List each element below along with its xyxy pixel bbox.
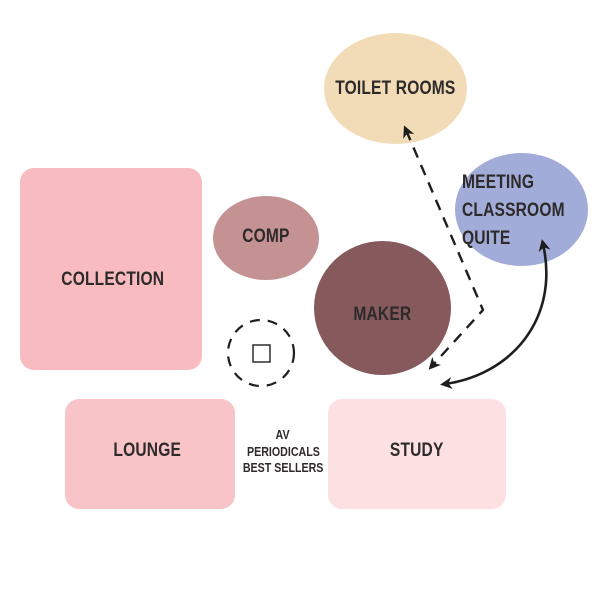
circulation-marker-icon — [226, 318, 296, 388]
collection-label: COLLECTION — [61, 268, 165, 290]
lounge-space: LOUNGE — [65, 399, 235, 509]
toilet-rooms-label: TOILET ROOMS — [335, 78, 456, 99]
meeting-label-stack: MEETING CLASSROOM QUITE — [462, 173, 587, 248]
toilet-rooms-space: TOILET ROOMS — [324, 33, 467, 144]
shelf-label-av: AV — [275, 427, 291, 442]
study-label: STUDY — [390, 439, 444, 461]
shelf-labels: AV PERIODICALS BEST SELLERS — [240, 428, 326, 475]
shelf-label-best-sellers: BEST SELLERS — [242, 460, 324, 476]
shelf-label-periodicals: PERIODICALS — [246, 443, 320, 459]
maker-space: MAKER — [314, 241, 451, 375]
collection-space: COLLECTION — [20, 168, 202, 370]
meeting-classroom-space: MEETING CLASSROOM QUITE — [455, 153, 588, 266]
comp-label: COMP — [242, 225, 290, 247]
maker-label: MAKER — [353, 303, 412, 325]
meeting-label-line-3: QUITE — [461, 228, 511, 249]
comp-space: COMP — [213, 196, 319, 280]
meeting-label-line-2: CLASSROOM — [461, 200, 565, 221]
meeting-label-line-1: MEETING — [461, 172, 534, 193]
study-space: STUDY — [328, 399, 506, 509]
lounge-label: LOUNGE — [113, 439, 181, 461]
